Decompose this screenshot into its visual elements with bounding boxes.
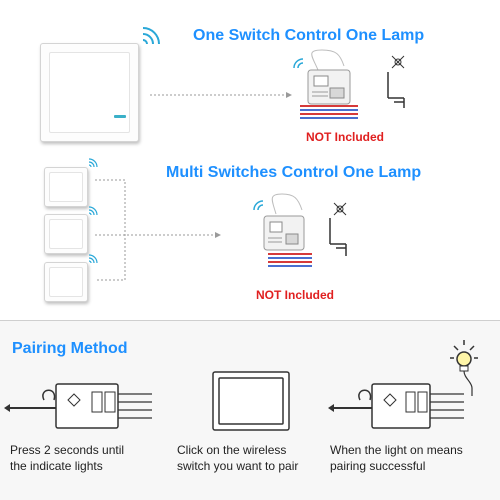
wall-switch-small-1 [44, 167, 88, 207]
step3-caption: When the light on means pairing successf… [330, 442, 463, 474]
section1-not-included: NOT Included [306, 130, 384, 144]
wall-switch-large [40, 43, 139, 142]
step3-line2: pairing successful [330, 459, 426, 473]
section-divider [0, 320, 500, 321]
step1-line2: the indicate lights [10, 459, 103, 473]
step3-line1: When the light on means [330, 443, 463, 457]
light-bulb-icon [450, 340, 478, 396]
switch-rocker [49, 172, 83, 202]
receiver-module-icon [328, 383, 464, 429]
pairing-heading: Pairing Method [12, 340, 128, 357]
step2-line1: Click on the wireless [177, 443, 287, 457]
wireless-signal-icon [142, 27, 160, 45]
section2-not-included: NOT Included [256, 288, 334, 302]
step2-line2: switch you want to pair [177, 459, 299, 473]
section1-heading: One Switch Control One Lamp [193, 27, 425, 44]
switch-rocker [49, 219, 83, 249]
receiver-module-icon [4, 383, 152, 429]
receiver-module-icon [293, 49, 358, 119]
wireless-signal-icon [88, 254, 98, 264]
section2-heading: Multi Switches Control One Lamp [166, 164, 422, 181]
switch-rocker [49, 267, 83, 297]
switch-led-indicator [114, 115, 126, 118]
wireless-signal-icon [88, 158, 98, 168]
step2-caption: Click on the wireless switch you want to… [177, 442, 298, 474]
switch-rocker [49, 52, 130, 133]
step1-caption: Press 2 seconds until the indicate light… [10, 442, 124, 474]
receiver-module-icon [253, 193, 312, 267]
wall-switch-small-3 [44, 262, 88, 302]
wall-switch-small-2 [44, 214, 88, 254]
lamp-symbol-icon [329, 202, 347, 256]
signal-connector-lines [95, 179, 221, 281]
wall-switch-icon [212, 371, 290, 431]
signal-connector-line [150, 92, 292, 98]
wireless-signal-icon [88, 206, 98, 216]
lamp-symbol-icon [387, 55, 405, 108]
step1-line1: Press 2 seconds until [10, 443, 125, 457]
